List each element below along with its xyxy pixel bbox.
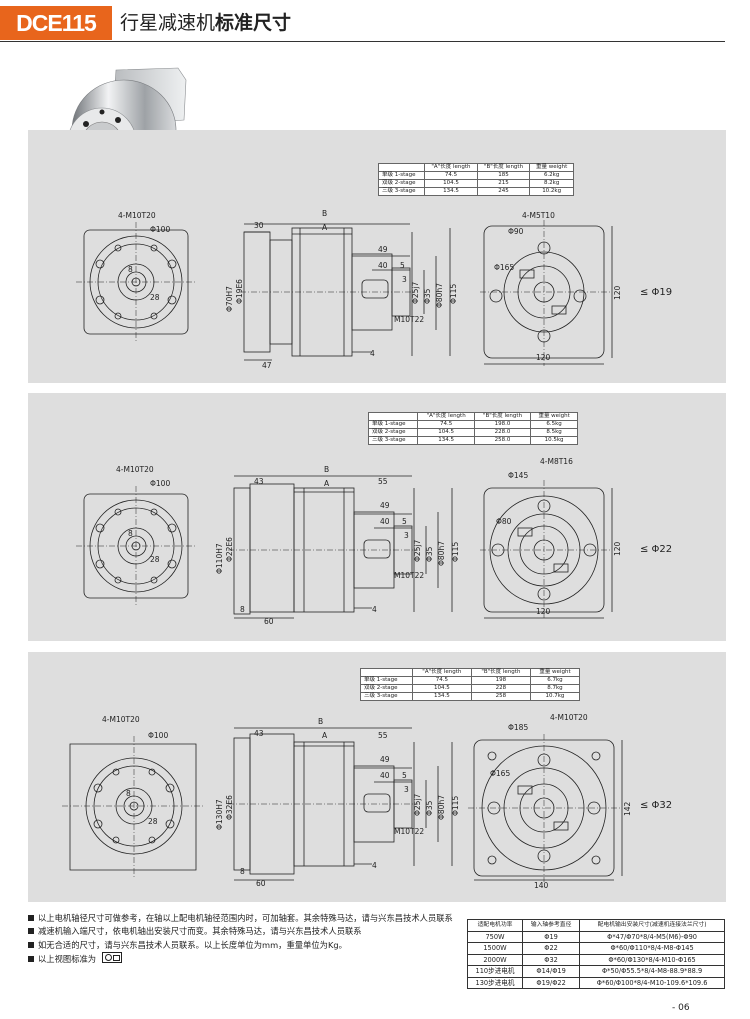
title-part-b: 标准尺寸 [215,12,292,34]
shaft-limit-3: ≤ Φ32 [640,800,673,811]
note-1: 以上电机轴径尺寸可做参考，在轴以上配电机轴径范围内时，可加轴套。其余特殊马达，请… [28,912,468,925]
section-1-panel [28,130,726,383]
note-4: 以上视图标准为 [28,952,468,966]
header-rule [0,41,725,42]
page-header: DCE115 行星减速机标准尺寸 [0,0,750,44]
notes: 以上电机轴径尺寸可做参考，在轴以上配电机轴径范围内时，可加轴套。其余特殊马达，请… [28,912,468,967]
title-part-a: 行星减速机 [120,12,216,34]
page-number: - 06 [672,1003,690,1013]
note-3: 如无合适的尺寸，请与兴东昌技术人员联系。以上长度单位为mm，重量单位为Kg。 [28,939,468,952]
shaft-limit-2: ≤ Φ22 [640,544,673,555]
projection-view-icon [102,952,123,964]
model-tag: DCE115 [0,6,112,40]
note-2: 减速机输入端尺寸，依电机轴出安装尺寸而变。其余特殊马达，请与兴东昌技术人员联系 [28,925,468,938]
motor-table: 适配电机功率 输入轴参考直径 配电机输出安装尺寸(减速机连接法兰尺寸) 750W… [466,919,725,989]
page-title: 行星减速机标准尺寸 [120,8,291,38]
shaft-limit-1: ≤ Φ19 [640,287,673,298]
